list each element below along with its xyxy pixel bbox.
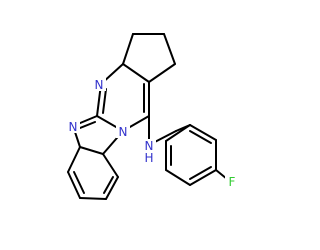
imidazole-ring xyxy=(72,115,124,155)
cyclopentane-ring xyxy=(122,33,176,83)
benzo-ring xyxy=(67,146,119,200)
atom-n-pyrimidine: N xyxy=(95,78,104,92)
bond xyxy=(79,146,104,155)
bond xyxy=(122,33,134,65)
bond xyxy=(67,146,81,173)
atom-n-amine: N xyxy=(145,139,154,153)
bond xyxy=(105,176,119,200)
atom-h-amine: H xyxy=(144,151,153,165)
bond xyxy=(122,63,150,83)
atom-f-fluoro: F xyxy=(229,175,236,189)
bond xyxy=(165,124,191,142)
bond xyxy=(73,171,85,194)
bond xyxy=(79,197,107,200)
bond xyxy=(148,63,176,83)
bond xyxy=(67,171,81,199)
molecule-structure: N N N N H F xyxy=(66,33,239,200)
atom-n-bridgehead: N xyxy=(119,125,128,139)
bond xyxy=(102,88,107,114)
bond xyxy=(163,33,176,65)
bond xyxy=(189,169,217,186)
bond xyxy=(165,169,191,186)
fluorophenyl-ring xyxy=(165,124,228,186)
atom-labels: N N N N H F xyxy=(66,77,239,189)
atom-n-imidazole: N xyxy=(69,120,78,134)
bond xyxy=(189,124,217,141)
bond xyxy=(189,130,212,144)
bond xyxy=(102,153,119,178)
bond xyxy=(103,176,114,194)
pyrimidine-ring xyxy=(96,63,150,132)
bond xyxy=(189,166,212,180)
